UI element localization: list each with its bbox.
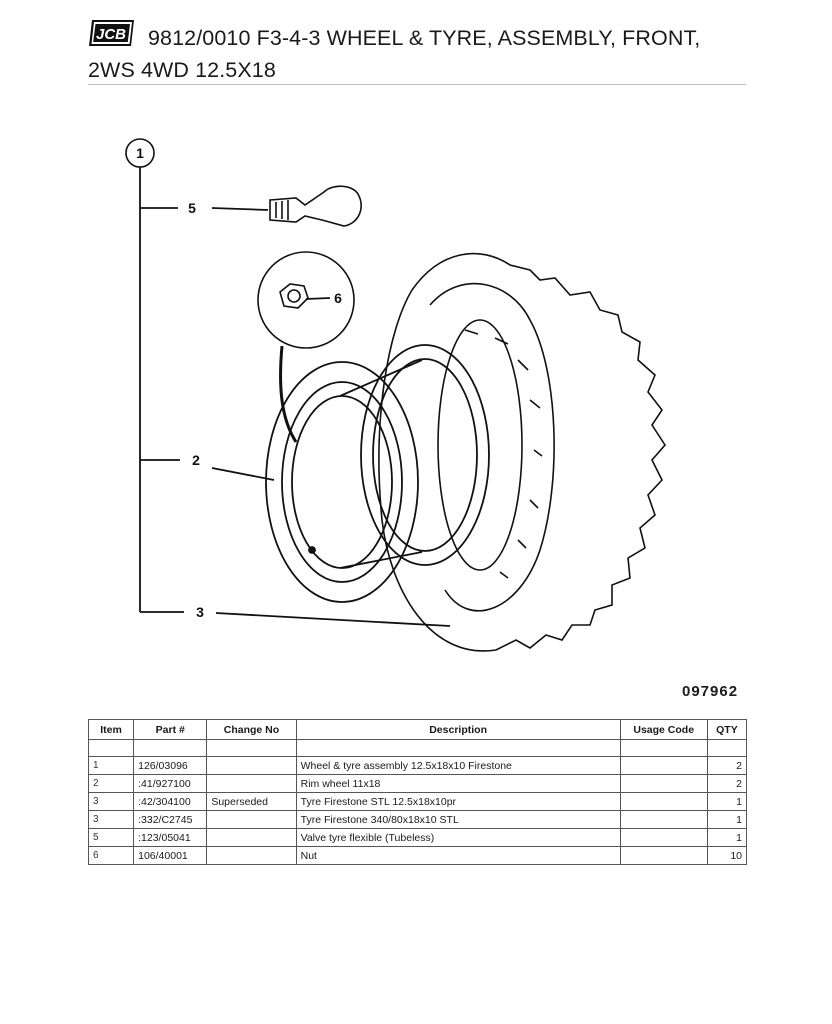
cell-item: 3 xyxy=(87,792,135,811)
cell-part: :332/C2745 xyxy=(133,810,208,829)
cell-qty: 2 xyxy=(706,756,748,775)
nut-detail xyxy=(257,251,355,443)
callout-2: 2 xyxy=(192,452,200,468)
table-row: 5 :123/05041 Valve tyre flexible (Tubele… xyxy=(87,828,748,847)
cell-description: Tyre Firestone 340/80x18x10 STL xyxy=(295,810,621,829)
exploded-parts-drawing: 1 5 6 2 3 xyxy=(125,138,666,652)
cell-change xyxy=(206,756,297,775)
cell-change xyxy=(206,828,297,847)
header-qty: QTY xyxy=(706,719,748,740)
cell-change xyxy=(206,810,297,829)
cell-part: :41/927100 xyxy=(133,774,208,793)
cell-usage xyxy=(619,846,708,865)
cell-item: 6 xyxy=(87,846,135,865)
callout-5: 5 xyxy=(188,200,196,216)
leader-lines xyxy=(139,166,451,627)
cell-item: 5 xyxy=(87,828,135,847)
table-row: 3 :332/C2745 Tyre Firestone 340/80x18x10… xyxy=(87,810,748,829)
cell-description: Rim wheel 11x18 xyxy=(295,774,621,793)
callout-labels: 1 5 6 2 3 xyxy=(125,138,342,620)
callout-1: 1 xyxy=(136,145,144,161)
drawing-number: 097962 xyxy=(682,683,739,700)
cell-qty: 1 xyxy=(706,792,748,811)
cell-qty: 1 xyxy=(706,810,748,829)
cell-description: Tyre Firestone STL 12.5x18x10pr xyxy=(295,792,621,811)
cell-part: :123/05041 xyxy=(133,828,208,847)
cell-item: 2 xyxy=(87,774,135,793)
cell-part: 126/03096 xyxy=(133,756,208,775)
title-line-2: 2WS 4WD 12.5X18 xyxy=(88,58,276,82)
cell-change xyxy=(206,846,297,865)
cell-usage xyxy=(619,792,708,811)
parts-table: Item Part # Change No Description Usage … xyxy=(87,719,748,865)
cell-usage xyxy=(619,774,708,793)
header-divider xyxy=(88,84,746,85)
page-title: 9812/0010 F3-4-3 WHEEL & TYRE, ASSEMBLY,… xyxy=(88,22,788,86)
header-change-no: Change No xyxy=(206,719,297,740)
cell-item: 3 xyxy=(87,810,135,829)
table-spacer-row xyxy=(87,739,748,757)
cell-usage xyxy=(619,756,708,775)
table-header-row: Item Part # Change No Description Usage … xyxy=(87,719,748,740)
callout-3: 3 xyxy=(196,604,204,620)
jcb-logo: JCB xyxy=(89,20,134,46)
cell-usage xyxy=(619,828,708,847)
cell-part: 106/40001 xyxy=(133,846,208,865)
cell-item: 1 xyxy=(87,756,135,775)
tyre-outline xyxy=(378,252,666,652)
table-row: 6 106/40001 Nut 10 xyxy=(87,846,748,865)
logo-text: JCB xyxy=(96,26,126,43)
cell-description: Valve tyre flexible (Tubeless) xyxy=(295,828,621,847)
header-item: Item xyxy=(87,719,135,740)
cell-part: :42/304100 xyxy=(133,792,208,811)
cell-description: Nut xyxy=(295,846,621,865)
header-description: Description xyxy=(295,719,621,740)
cell-qty: 2 xyxy=(706,774,748,793)
title-line-1: 9812/0010 F3-4-3 WHEEL & TYRE, ASSEMBLY,… xyxy=(148,26,701,50)
header-part: Part # xyxy=(133,719,208,740)
table-row: 3 :42/304100 Superseded Tyre Firestone S… xyxy=(87,792,748,811)
valve-stem xyxy=(269,185,362,227)
header-usage-code: Usage Code xyxy=(619,719,708,740)
cell-qty: 1 xyxy=(706,828,748,847)
table-row: 2 :41/927100 Rim wheel 11x18 2 xyxy=(87,774,748,793)
cell-change xyxy=(206,774,297,793)
callout-6: 6 xyxy=(334,290,342,306)
table-row: 1 126/03096 Wheel & tyre assembly 12.5x1… xyxy=(87,756,748,775)
cell-qty: 10 xyxy=(706,846,748,865)
rim-outline xyxy=(265,344,490,603)
cell-change: Superseded xyxy=(206,792,297,811)
cell-description: Wheel & tyre assembly 12.5x18x10 Firesto… xyxy=(295,756,621,775)
cell-usage xyxy=(619,810,708,829)
